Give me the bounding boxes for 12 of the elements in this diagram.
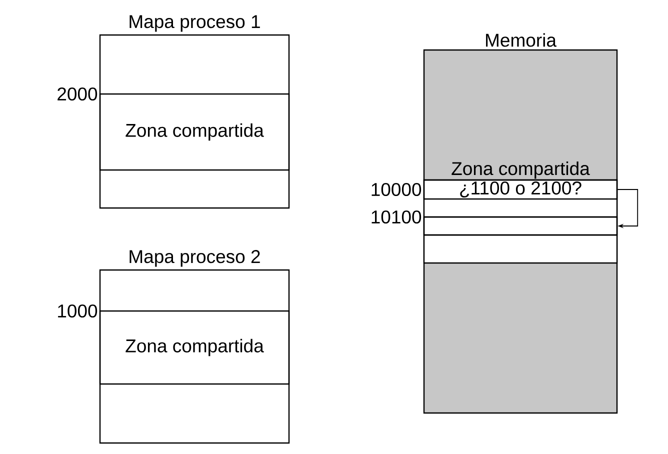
address-label: 1000 xyxy=(58,304,98,318)
shared-zone-region: Zona compartida xyxy=(99,93,290,171)
arrow xyxy=(617,189,638,228)
memory-row: ¿1100 o 2100? xyxy=(423,179,618,200)
address-label: 10100 xyxy=(372,210,422,224)
address-label: 2000 xyxy=(58,87,98,101)
box-title: Mapa proceso 1 xyxy=(130,15,260,32)
region-heading: Zona compartida xyxy=(452,162,590,179)
shared-zone-region: Zona compartida xyxy=(99,310,290,385)
address-label: 10000 xyxy=(372,182,422,196)
box-title: Memoria xyxy=(486,33,556,47)
box-title: Mapa proceso 2 xyxy=(130,250,260,267)
